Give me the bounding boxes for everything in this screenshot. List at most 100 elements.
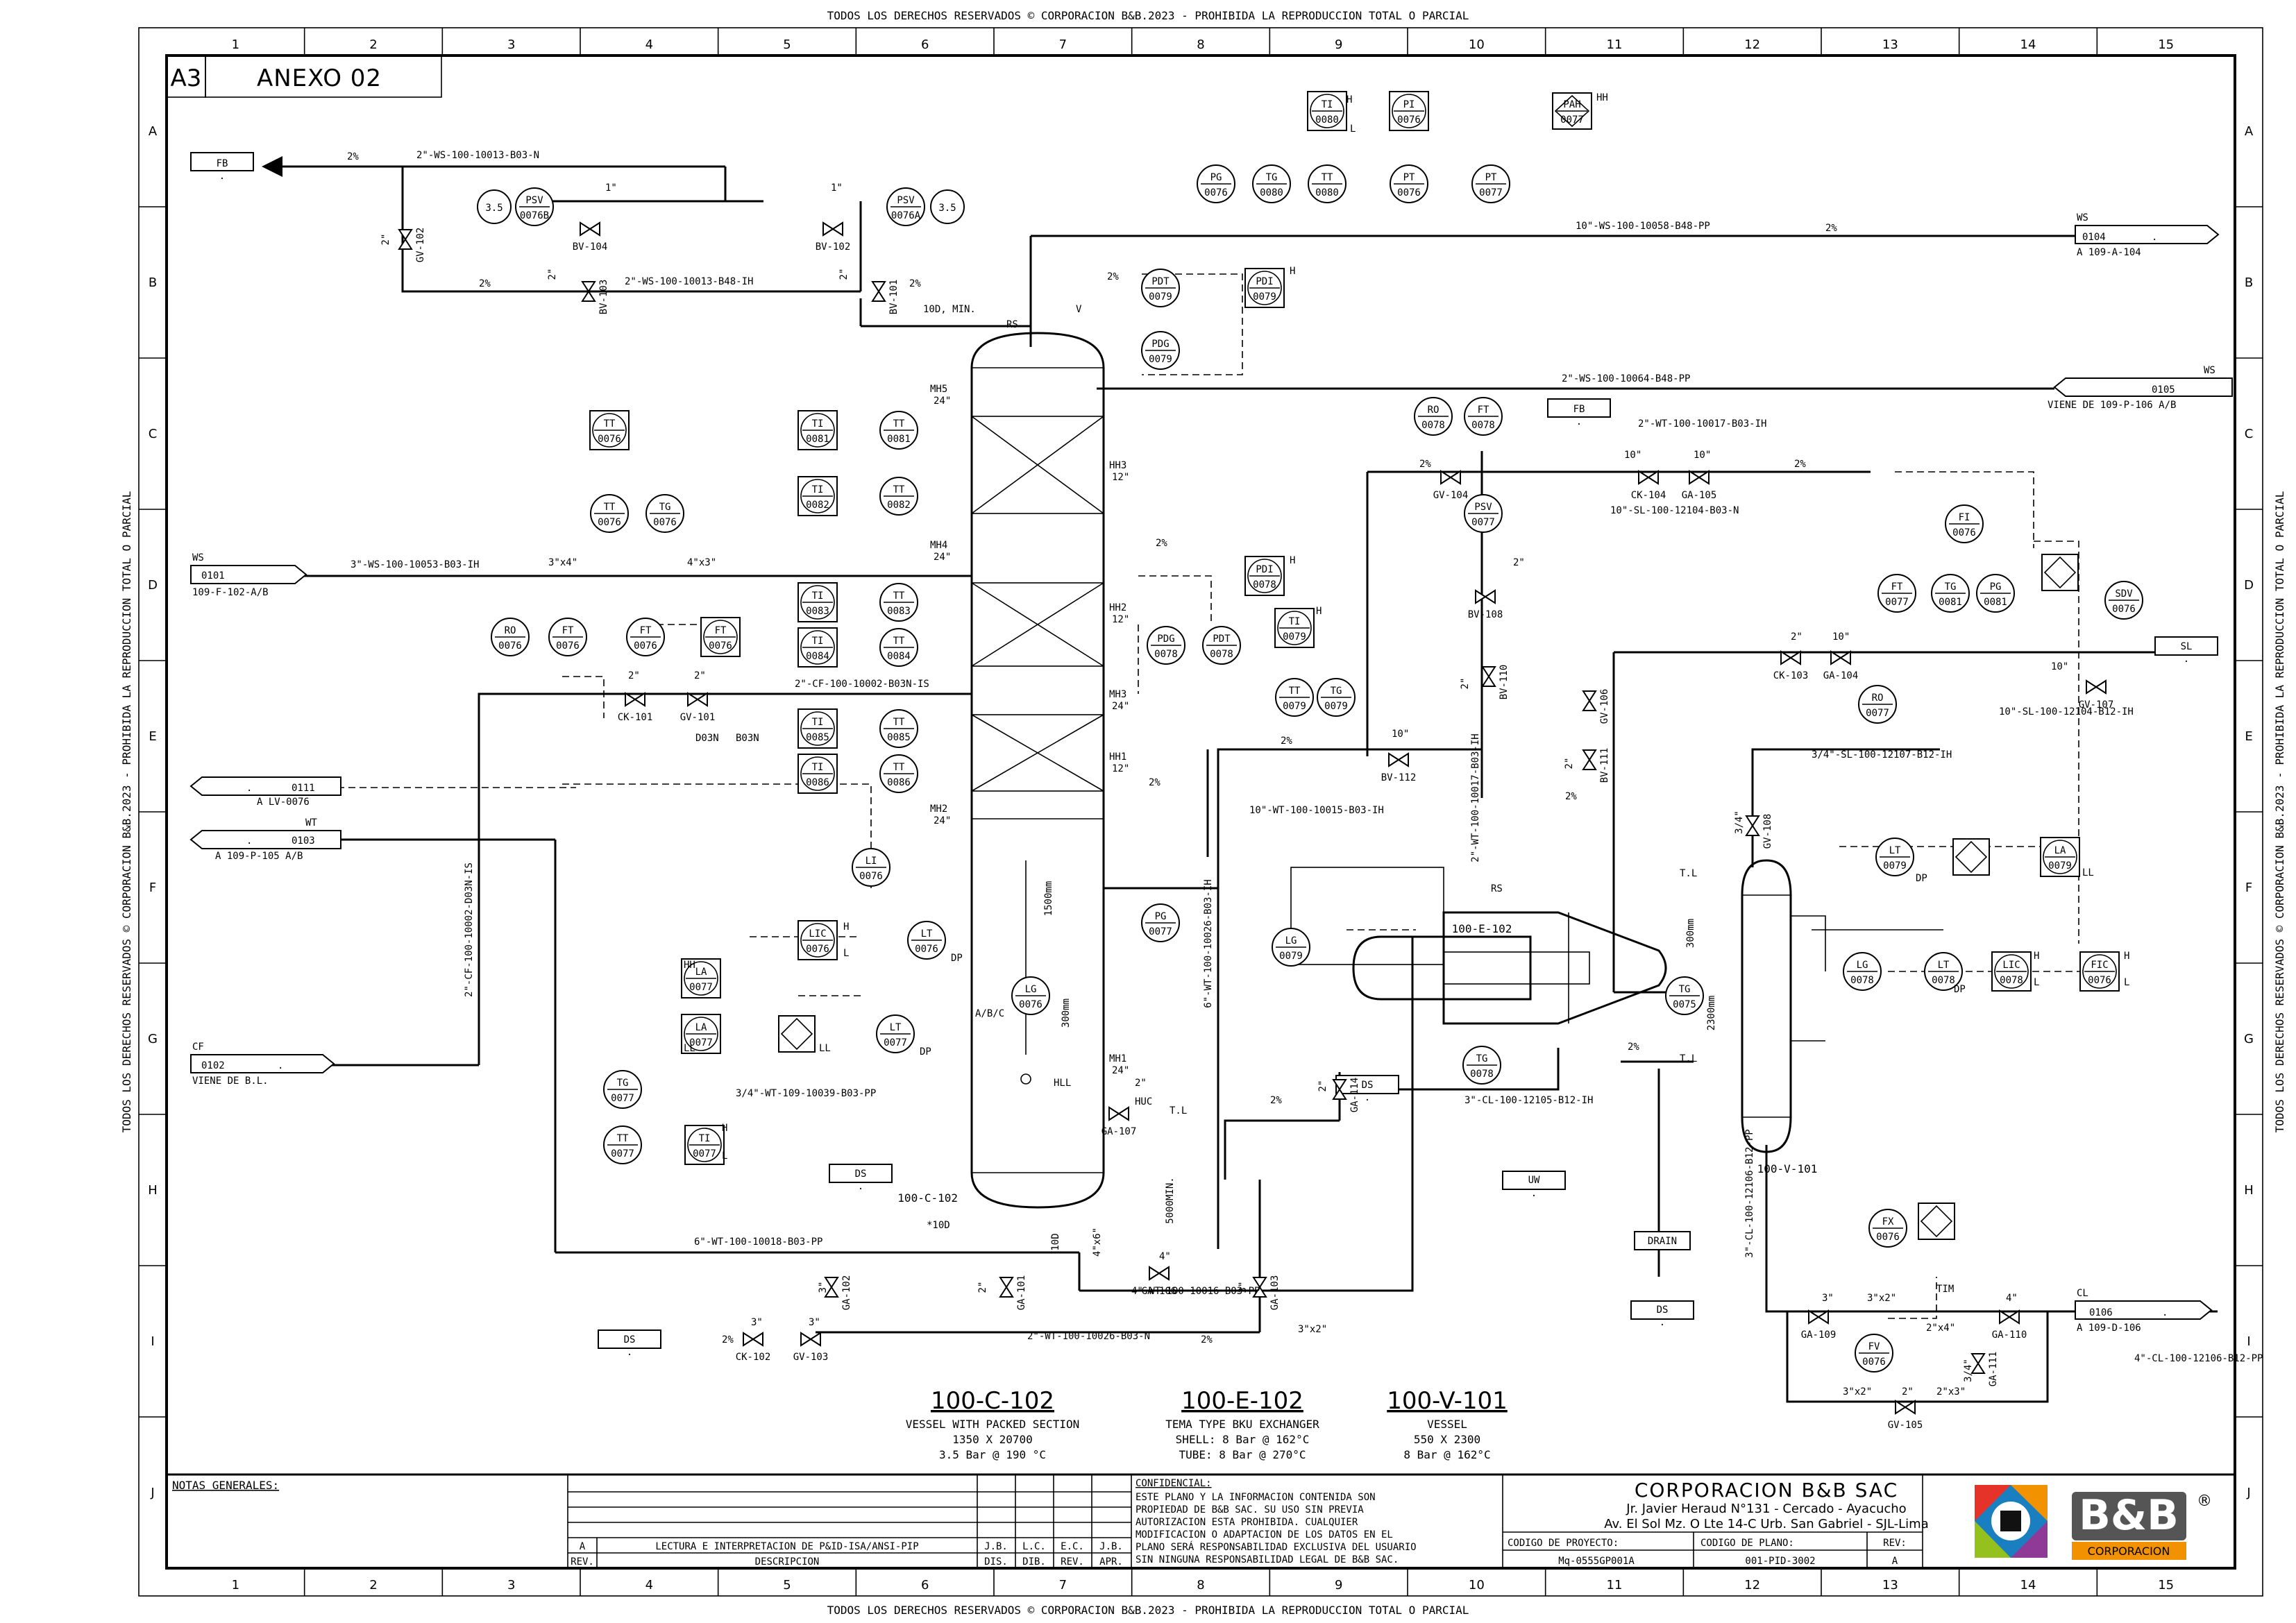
valve-gv101[interactable]: GV-101 — [680, 692, 716, 723]
valve-gv106[interactable]: GV-106 — [1582, 689, 1610, 724]
nozzle-label: A/B/C — [975, 1008, 1004, 1019]
valve-ck103[interactable]: CK-103 — [1773, 650, 1809, 681]
interlock-symbol — [1918, 1203, 1955, 1240]
grid-col-top: 12 — [1744, 37, 1760, 52]
valve-gv102[interactable]: GV-102 — [398, 228, 426, 263]
instrument-function: TT — [893, 717, 905, 728]
valve-gv108[interactable]: GV-108 — [1745, 814, 1773, 849]
instrument-number: 0085 — [806, 732, 829, 743]
instrument-function: TG — [1679, 984, 1691, 995]
valve-ck104[interactable]: CK-104 — [1631, 470, 1666, 501]
valve-ga102[interactable]: GA-102 — [824, 1275, 852, 1311]
instrument-number: 0083 — [887, 606, 911, 617]
valve-ga114[interactable]: GA-114 — [1332, 1078, 1360, 1113]
instrument-number: 0076 — [709, 640, 732, 652]
instrument-number: 0076 — [598, 517, 621, 528]
grid-col-top: 5 — [783, 37, 791, 52]
valve-ga104[interactable]: GA-104 — [1823, 650, 1859, 681]
company-addr1: Jr. Javier Heraud N°131 - Cercado - Ayac… — [1626, 1502, 1906, 1516]
confidential-line: SIN NINGUNA RESPONSABILIDAD LEGAL DE B&B… — [1136, 1554, 1399, 1565]
num: 0106 — [2089, 1307, 2113, 1318]
offpage-fb-mid[interactable]: FB. — [1547, 398, 1611, 427]
flag-label: TIM — [1936, 1284, 1954, 1295]
instrument-number: 0084 — [887, 651, 911, 662]
valve-gv104[interactable]: GV-104 — [1433, 470, 1469, 501]
valve-gv103[interactable]: GV-103 — [793, 1332, 829, 1363]
grid-col-bottom: 12 — [1744, 1578, 1760, 1592]
valve-ga107[interactable]: GA-107 — [1101, 1106, 1137, 1137]
instrument-function: FV — [1868, 1341, 1880, 1352]
instrument-number: 0080 — [1315, 187, 1339, 198]
dim-label: 10D, MIN. — [923, 304, 976, 315]
valve-bv110[interactable]: BV-110 — [1481, 665, 1510, 700]
to: A 109-A-104 — [2077, 247, 2141, 258]
tag: DS — [624, 1334, 636, 1345]
valve-ga110[interactable]: GA-110 — [1992, 1309, 2027, 1341]
size-label: 3" — [1238, 1282, 1249, 1293]
nozzle-label: MH1 — [1109, 1053, 1126, 1064]
valve-bv111[interactable]: BV-111 — [1582, 748, 1610, 783]
flag-label: H — [722, 1123, 727, 1134]
valve-bv104[interactable]: BV-104 — [573, 221, 608, 253]
valve-bv112[interactable]: BV-112 — [1381, 752, 1417, 783]
offpage-drain[interactable]: DRAIN — [1634, 1231, 1691, 1250]
offpage-ds-drain[interactable]: DS. — [1630, 1300, 1694, 1328]
valve-gv105[interactable]: GV-105 — [1888, 1400, 1923, 1431]
offpage-ds-bottom[interactable]: DS. — [598, 1329, 661, 1358]
instrument-function: PDT — [1213, 634, 1231, 645]
valve-bv108[interactable]: BV-108 — [1468, 589, 1503, 620]
offpage-sl[interactable]: SL. — [2154, 636, 2218, 665]
instrument-function: PDG — [1157, 634, 1174, 645]
dot: . — [2152, 232, 2157, 243]
grid-row-right: B — [2245, 275, 2253, 290]
sub: . — [1660, 1317, 1665, 1328]
confidential-title: CONFIDENCIAL: — [1136, 1478, 1212, 1489]
valve-gv107[interactable]: GV-107 — [2079, 679, 2114, 711]
valve-bv102[interactable]: BV-102 — [816, 221, 851, 253]
grid-col-top: 6 — [921, 37, 929, 52]
valve-ck101[interactable]: CK-101 — [618, 692, 653, 723]
offpage-fb-top[interactable]: FB. — [190, 152, 254, 182]
instrument-function: PG — [1990, 581, 2002, 593]
size-label: 2" — [977, 1282, 988, 1293]
grid-col-bottom: 7 — [1059, 1578, 1067, 1592]
valve-bv103[interactable]: BV-103 — [581, 280, 609, 315]
size-label: 3"x2" — [1843, 1386, 1872, 1397]
instrument-function: LG — [1285, 935, 1297, 946]
valve-ga105[interactable]: GA-105 — [1682, 470, 1717, 501]
dim-label: 300mm — [1061, 999, 1072, 1028]
offpage-ds-c102[interactable]: DS. — [829, 1164, 893, 1192]
valve-ga111[interactable]: GA-111 — [1970, 1352, 1999, 1387]
dot: . — [278, 1060, 283, 1071]
nozzle-label: HH2 — [1109, 602, 1126, 613]
valve-bv101[interactable]: BV-101 — [871, 280, 900, 315]
size-label: 4"x6" — [1092, 1227, 1103, 1257]
dot: . — [2162, 1307, 2168, 1318]
valve-ga106[interactable]: GA-106 — [1142, 1266, 1177, 1297]
valve-ga101[interactable]: GA-101 — [999, 1275, 1027, 1311]
slope-label: 2% — [1156, 538, 1167, 549]
valve-ga109[interactable]: GA-109 — [1801, 1309, 1837, 1341]
instrument-number: 0076 — [1204, 187, 1228, 198]
flag-label: HH — [1596, 92, 1608, 103]
offpage-uw[interactable]: UW. — [1502, 1171, 1566, 1199]
valve-ck102[interactable]: CK-102 — [736, 1332, 771, 1363]
valve-ga103[interactable]: GA-103 — [1252, 1275, 1281, 1311]
logo-reg: ® — [2197, 1493, 2212, 1510]
instrument-number: 0079 — [2048, 860, 2072, 872]
